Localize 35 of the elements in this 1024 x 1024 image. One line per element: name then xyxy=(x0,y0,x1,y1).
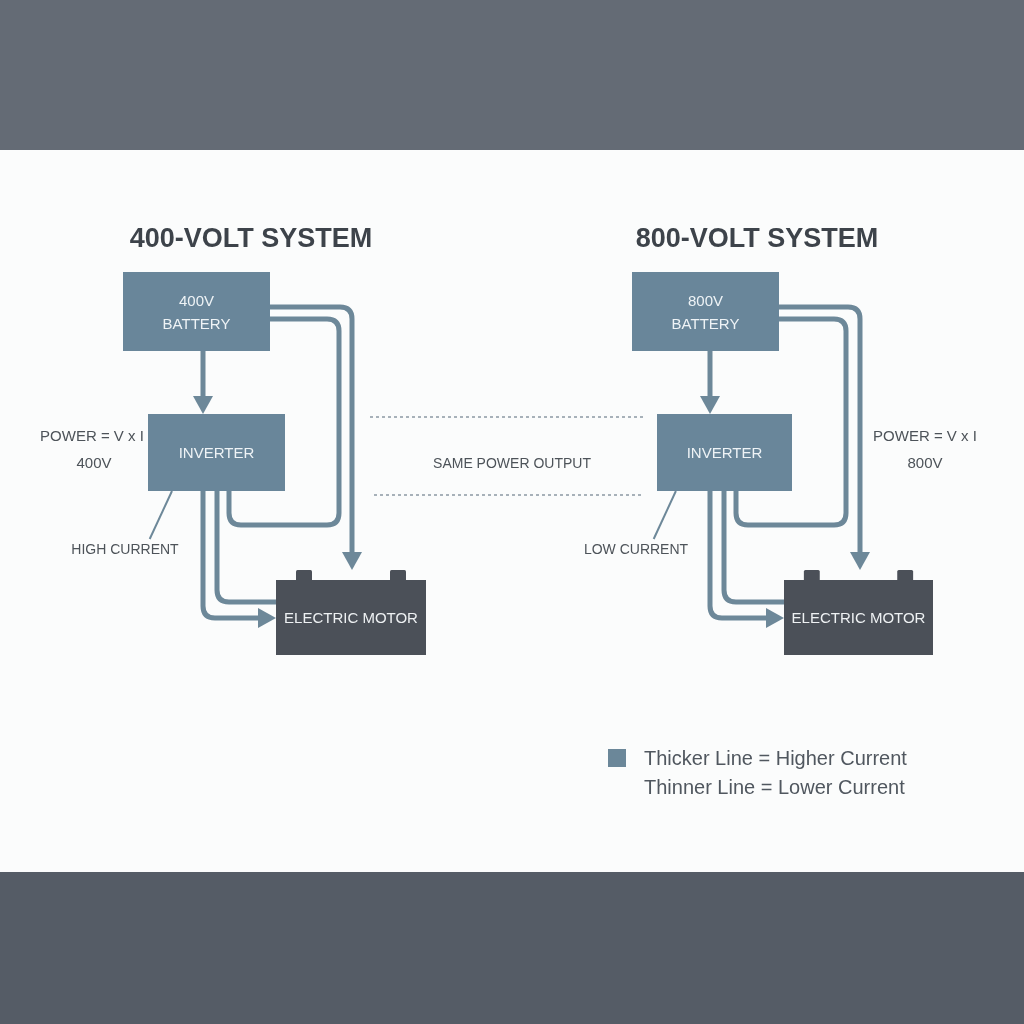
arrow xyxy=(193,351,213,414)
arrow xyxy=(779,304,870,570)
arrow xyxy=(270,304,362,570)
motor-block xyxy=(276,570,426,655)
leader-line xyxy=(148,490,173,540)
arrow xyxy=(707,491,784,628)
inverter-block xyxy=(657,414,792,491)
arrow xyxy=(700,351,720,414)
wire-line xyxy=(721,491,784,605)
block-label: INVERTER xyxy=(178,442,255,463)
comparison-label: SAME POWER OUTPUT xyxy=(433,454,591,473)
battery-block xyxy=(632,272,779,351)
block-label: INVERTER xyxy=(686,442,763,463)
voltage-text: 400V xyxy=(76,453,112,473)
legend-text: Thicker Line = Higher Current xyxy=(644,746,907,771)
section-title: 800-VOLT SYSTEM xyxy=(635,222,879,254)
formula-text: POWER = V x I xyxy=(873,426,977,446)
callout-text: LOW CURRENT xyxy=(583,539,689,559)
block-label: 400V BATTERY xyxy=(161,290,232,334)
battery-block xyxy=(123,272,270,351)
block-label: 800V BATTERY xyxy=(670,290,741,334)
leader-line xyxy=(652,490,677,540)
wire-line xyxy=(214,491,276,605)
wire-line xyxy=(733,316,849,528)
wire-line xyxy=(226,316,342,528)
arrow xyxy=(200,491,276,628)
section-title: 400-VOLT SYSTEM xyxy=(129,222,373,254)
voltage-text: 800V xyxy=(907,453,943,473)
inverter-block xyxy=(148,414,285,491)
callout-text: HIGH CURRENT xyxy=(71,539,179,559)
formula-text: POWER = V x I xyxy=(40,426,144,446)
legend-text: Thinner Line = Lower Current xyxy=(644,775,905,800)
motor-block xyxy=(784,570,933,655)
block-label: ELECTRIC MOTOR xyxy=(284,607,418,628)
block-label: ELECTRIC MOTOR xyxy=(791,607,926,628)
